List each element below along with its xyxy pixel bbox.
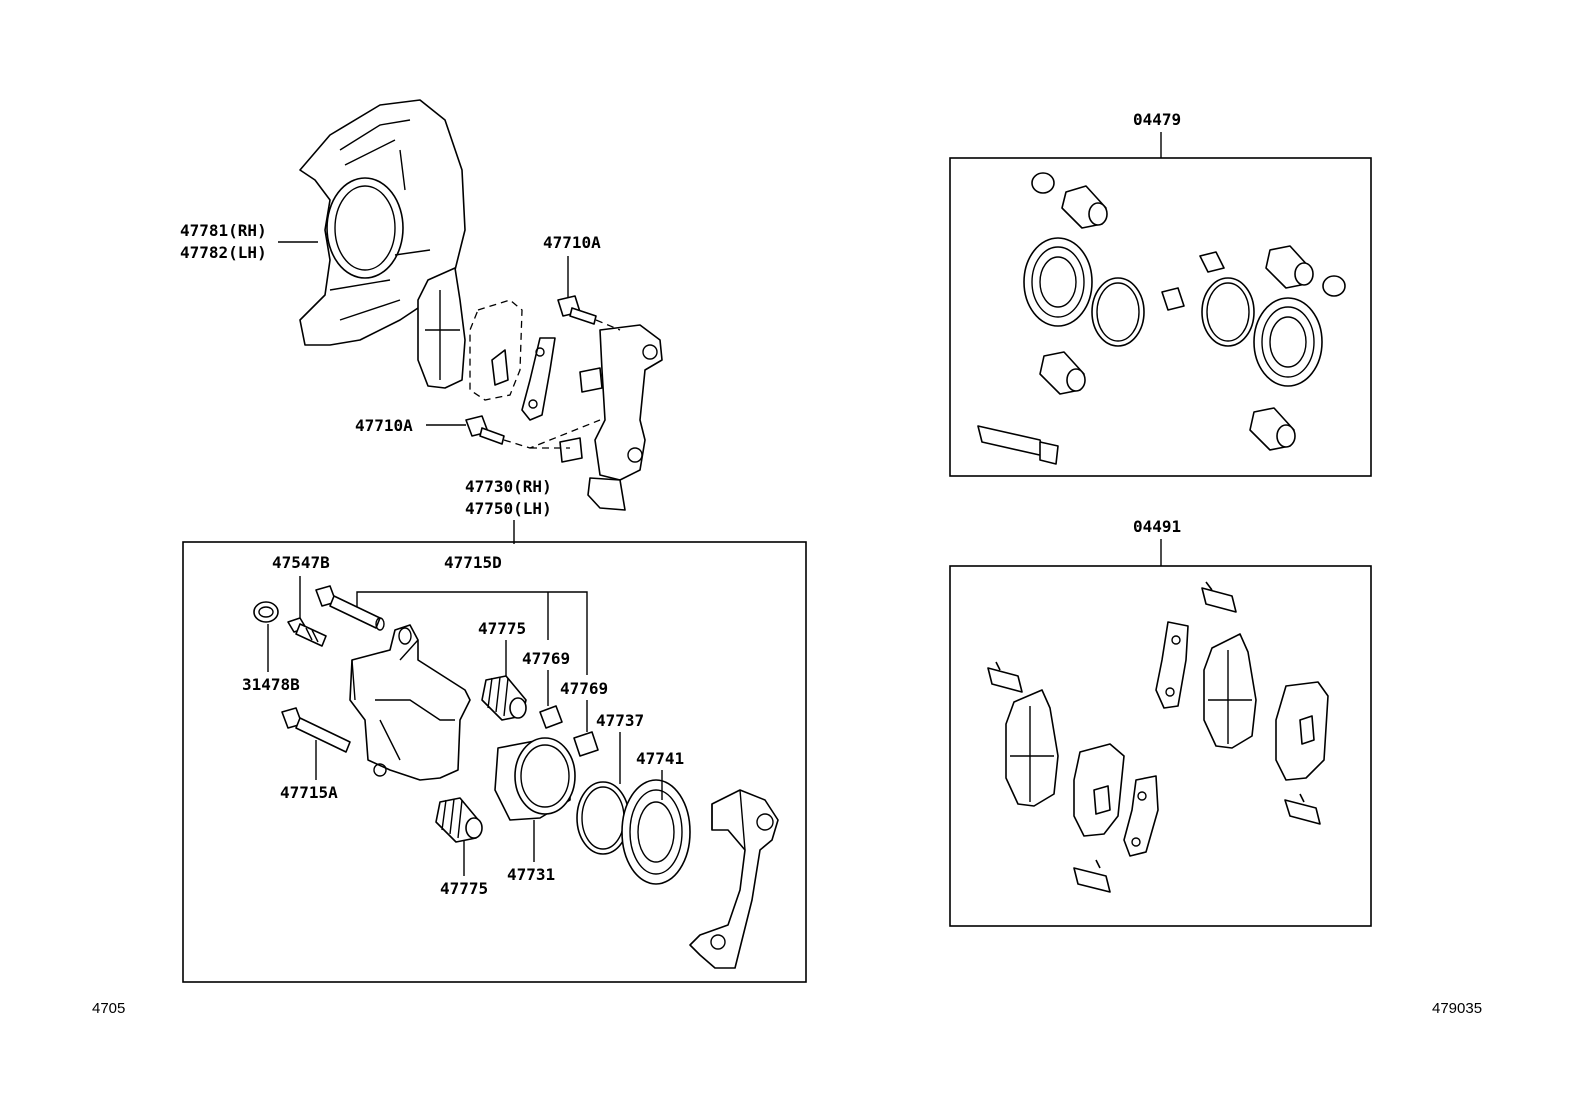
caliper-mounting-bracket[interactable] (689, 789, 779, 969)
label-bolt-mid: 47710A (355, 416, 413, 435)
label-shield-rh: 47781(RH) (180, 221, 267, 240)
label-pin-set: 47715D (444, 553, 502, 572)
caliper-assembly-box (182, 541, 807, 983)
label-bush-2: 47769 (560, 679, 608, 698)
guide-pin-lower[interactable] (281, 707, 351, 753)
footer-left-code: 4705 (92, 1000, 125, 1017)
piston-boot[interactable] (621, 779, 691, 885)
label-bolt-top: 47710A (543, 233, 601, 252)
pin-boot-lower[interactable] (435, 797, 483, 843)
label-kit-seal: 04479 (1133, 110, 1181, 129)
label-boot-upper: 47775 (478, 619, 526, 638)
footer-right-code: 479035 (1432, 1000, 1482, 1017)
label-seal: 47737 (596, 711, 644, 730)
bushing-2[interactable] (573, 731, 599, 757)
label-pin-bolt: 47715A (280, 783, 338, 802)
mounting-bolt-lower[interactable] (465, 415, 505, 445)
piston[interactable] (494, 737, 576, 821)
seal-kit-box (949, 157, 1372, 477)
pad-shim[interactable] (521, 337, 556, 421)
label-kit-pad: 04491 (1133, 517, 1181, 536)
label-caliper-lh: 47750(LH) (465, 499, 552, 518)
pad-kit-parts[interactable] (987, 581, 1329, 893)
brake-pad-outer[interactable] (417, 267, 466, 389)
bleeder-screw[interactable] (287, 617, 327, 647)
label-shield-lh: 47782(LH) (180, 243, 267, 262)
brake-pad-inner[interactable] (469, 299, 523, 401)
caliper-mounting-bracket-upper[interactable] (559, 324, 663, 511)
bushing-1[interactable] (539, 705, 563, 729)
dust-shield[interactable] (299, 99, 466, 346)
caliper-body[interactable] (349, 624, 471, 781)
seal-kit-parts[interactable] (977, 172, 1346, 465)
label-piston: 47731 (507, 865, 555, 884)
mounting-bolt-upper[interactable] (557, 295, 597, 325)
label-caliper-rh: 47730(RH) (465, 477, 552, 496)
label-cap: 31478B (242, 675, 300, 694)
label-boot-lower: 47775 (440, 879, 488, 898)
label-bleeder: 47547B (272, 553, 330, 572)
bleeder-cap[interactable] (253, 601, 279, 623)
guide-pin-upper[interactable] (315, 585, 385, 631)
label-bush-1: 47769 (522, 649, 570, 668)
pad-kit-box (949, 565, 1372, 927)
piston-seal[interactable] (576, 781, 630, 855)
label-piston-boot: 47741 (636, 749, 684, 768)
pin-boot-upper[interactable] (481, 675, 527, 721)
